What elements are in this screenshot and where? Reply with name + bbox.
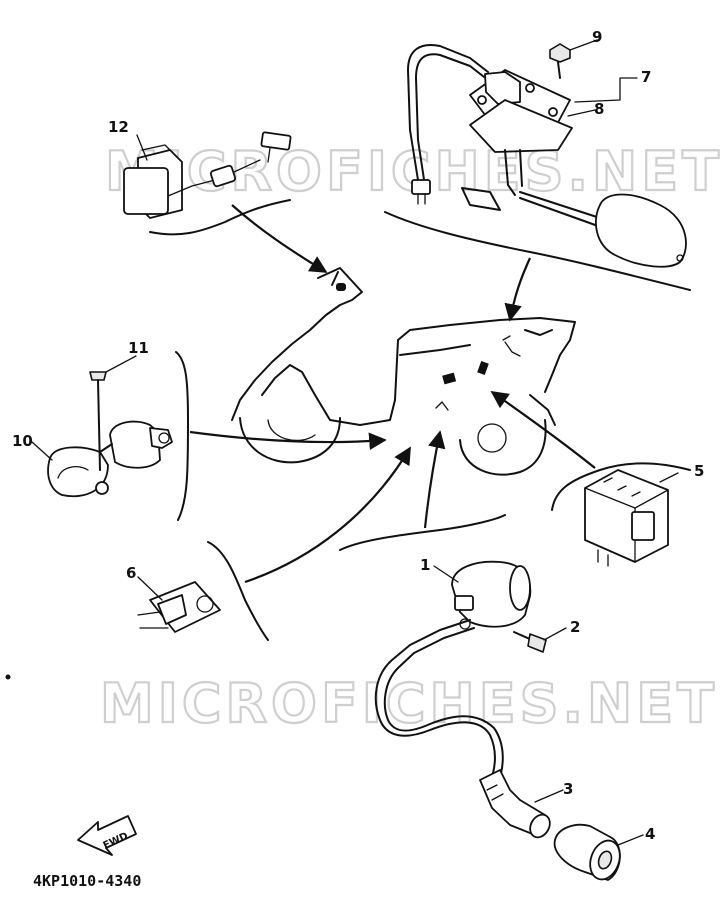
bracket-1-4 — [339, 514, 506, 551]
part-5-flasher-unit — [584, 469, 669, 567]
callout-4: 4 — [645, 825, 655, 843]
callout-leaders — [31, 39, 679, 846]
callout-6: 6 — [126, 564, 136, 582]
arrow-7-8 — [504, 257, 532, 322]
part-1-ignition-coil — [374, 560, 532, 783]
part-code: 4KP1010-4340 — [33, 872, 141, 890]
bracket-5 — [551, 462, 691, 511]
arrow-6 — [244, 446, 411, 584]
arrow-10 — [189, 430, 387, 450]
part-6-component — [137, 581, 221, 633]
bracket-7-8 — [384, 211, 691, 291]
part-10-component — [47, 420, 173, 498]
arrow-5 — [490, 390, 596, 469]
scooter-outline — [231, 267, 576, 476]
part-9-screw — [549, 43, 571, 79]
callout-1: 1 — [420, 556, 430, 574]
callout-11: 11 — [128, 339, 149, 357]
bracket-10 — [175, 351, 189, 521]
arrow-12 — [231, 204, 328, 273]
fwd-arrow-icon: FWD — [77, 815, 137, 856]
part-4-grommet — [553, 823, 621, 881]
callout-10: 10 — [12, 432, 33, 450]
callout-9: 9 — [592, 28, 602, 46]
part-3-plug-cap — [479, 769, 551, 839]
bracket-12 — [149, 199, 291, 236]
part-12-relay — [123, 131, 292, 219]
callout-3: 3 — [563, 780, 573, 798]
callout-5: 5 — [694, 462, 704, 480]
callout-12: 12 — [108, 118, 129, 136]
watermark-middle: MICROFICHES.NET — [100, 672, 718, 735]
bracket-6 — [207, 541, 269, 641]
callout-2: 2 — [570, 618, 580, 636]
callout-7: 7 — [641, 68, 651, 86]
part-2-bolt — [513, 631, 547, 653]
part-11-screw — [89, 371, 107, 471]
part-7-8-fuel-sender — [407, 44, 687, 268]
arrow-1-4 — [423, 430, 446, 529]
dot-marker — [5, 674, 11, 680]
callout-8: 8 — [594, 100, 604, 118]
